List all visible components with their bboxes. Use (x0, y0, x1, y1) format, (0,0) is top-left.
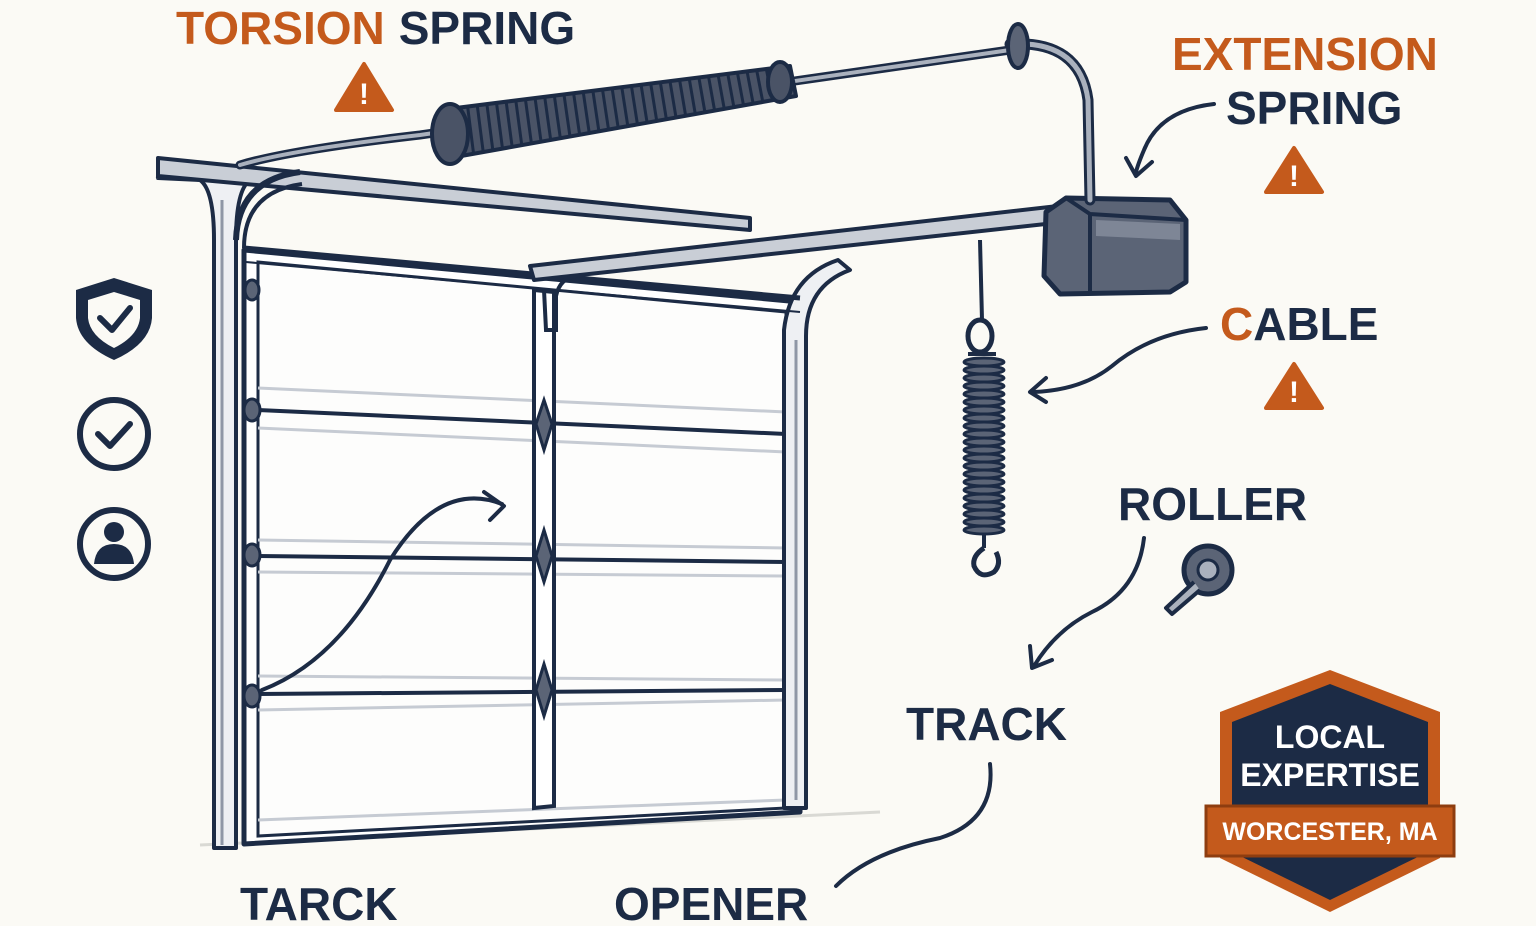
torsion-bar-bearing (1006, 22, 1030, 70)
extension-label-word1: EXTENSION (1172, 28, 1438, 80)
opener-label: OPENER (614, 878, 808, 921)
extension-label-word2: SPRING (1226, 82, 1402, 134)
torsion-coil (639, 84, 649, 123)
extension-warning-icon: ! (1264, 146, 1324, 194)
torsion-coil (485, 104, 495, 151)
cable-warning-icon: ! (1264, 362, 1324, 410)
torsion-coil (697, 77, 707, 113)
torsion-coil (629, 85, 639, 125)
circle-check-icon (77, 397, 151, 471)
torsion-coil (572, 93, 582, 136)
torsion-spring (430, 60, 798, 166)
opener-motor (1041, 195, 1189, 297)
torsion-coil (726, 73, 736, 108)
roller-label: ROLLER (1118, 478, 1307, 530)
extension-spring (962, 239, 1006, 578)
torsion-coil (735, 72, 745, 106)
torsion-coil (466, 106, 476, 155)
torsion-coil (552, 95, 562, 139)
torsion-coil (745, 71, 755, 104)
badge-line2: EXPERTISE (1240, 757, 1420, 793)
torsion-coil (533, 98, 543, 143)
torsion-coil (687, 78, 697, 115)
torsion-coil (620, 87, 630, 127)
cable-label-first-letter: C (1220, 298, 1253, 350)
track-label: TRACK (906, 698, 1067, 750)
badge-ribbon-text: WORCESTER, MA (1222, 818, 1437, 846)
pointer-arrows (260, 102, 1216, 888)
torsion-coil (591, 90, 601, 132)
svg-text:!: ! (359, 78, 369, 111)
cable-label-rest: ABLE (1253, 298, 1378, 350)
torsion-coil (649, 83, 659, 122)
torsion-coil (495, 102, 505, 150)
torsion-coil (523, 99, 533, 144)
torsion-label-word2: SPRING (399, 2, 575, 54)
torsion-coil (601, 89, 611, 130)
hinge-group (534, 395, 554, 722)
torsion-spring-label: TORSION SPRING (176, 2, 575, 54)
torsion-coil (504, 101, 514, 148)
torsion-coil (475, 105, 485, 153)
torsion-coil (658, 82, 668, 120)
badge-line1: LOCAL (1275, 719, 1385, 755)
torsion-label-word1: TORSION (176, 2, 385, 54)
torsion-coil (543, 96, 553, 141)
torsion-coil (562, 94, 572, 137)
left-horizontal-rail (156, 156, 752, 232)
shield-check-icon (76, 278, 152, 360)
torsion-coil (707, 76, 717, 111)
svg-text:!: ! (1289, 376, 1299, 409)
local-expertise-badge: LOCAL EXPERTISE WORCESTER, MA (1204, 670, 1456, 912)
user-circle-icon (77, 507, 151, 581)
torsion-coil (716, 75, 726, 109)
roller-part-icon (1164, 543, 1235, 616)
extension-coil (962, 524, 1006, 536)
svg-text:!: ! (1289, 160, 1299, 193)
torsion-coil (755, 70, 765, 102)
right-vertical-track (782, 258, 852, 810)
torsion-warning-icon: ! (334, 62, 394, 112)
cable-label: CABLE (1220, 298, 1378, 350)
torsion-coil (581, 92, 591, 134)
tarck-label: TARCK (240, 878, 398, 921)
torsion-coil (514, 100, 524, 146)
torsion-coil (678, 79, 688, 116)
left-vertical-track (155, 158, 252, 850)
torsion-coil (668, 81, 678, 118)
torsion-coil (610, 88, 620, 129)
door-panel (241, 247, 803, 847)
